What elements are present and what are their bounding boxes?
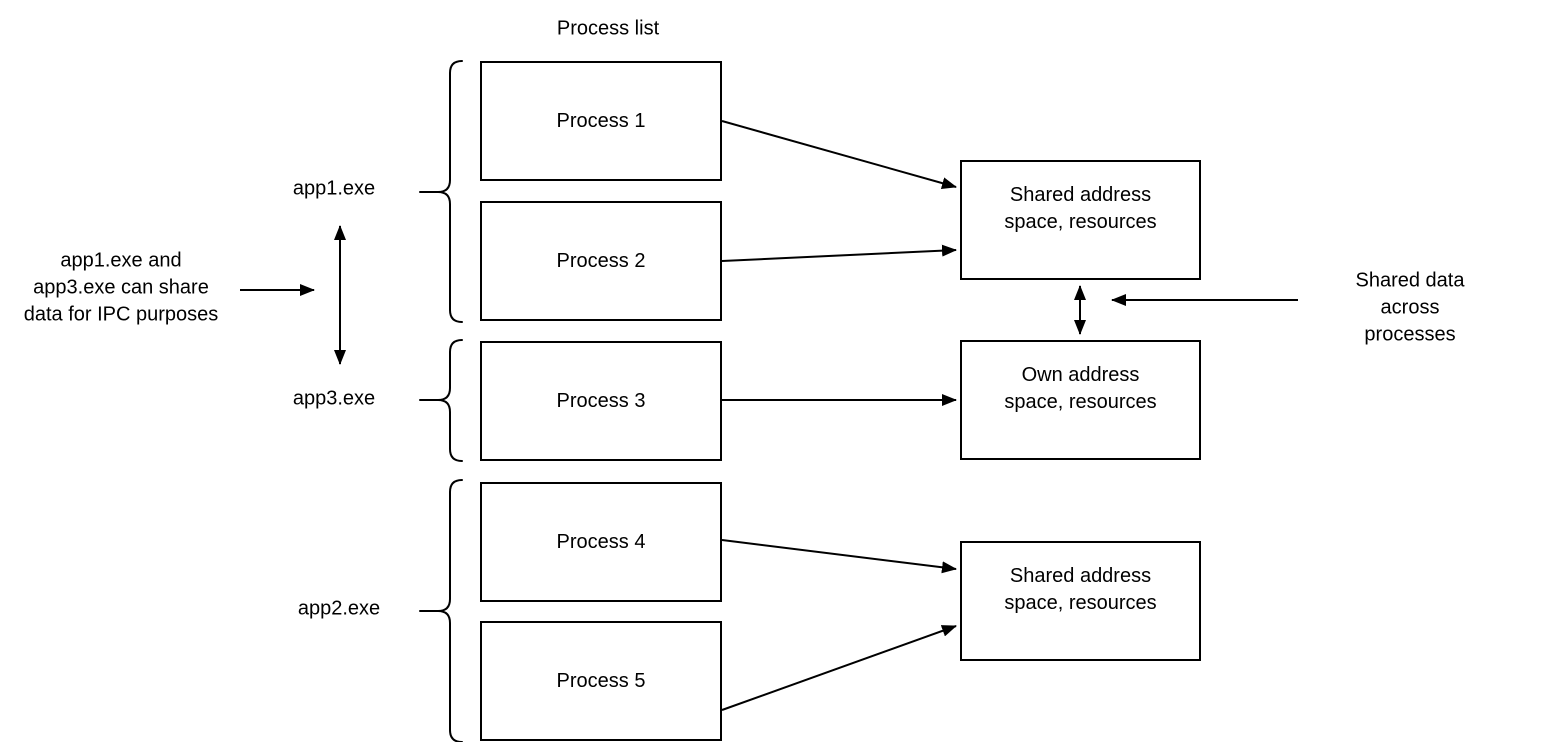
arrow-process1-to-shared xyxy=(721,120,957,189)
process-box-3-label: Process 3 xyxy=(556,389,646,412)
annotation-ipc-note: app1.exe and app3.exe can share data for… xyxy=(23,249,219,326)
process-box-1-label: Process 1 xyxy=(556,109,646,132)
process-box-4: Process 4 xyxy=(480,482,722,602)
memory-box-own-app3: Own address space, resources xyxy=(960,340,1201,460)
diagram-title: Process list xyxy=(556,17,660,40)
memory-box-shared-app1: Shared address space, resources xyxy=(960,160,1201,280)
process-box-3: Process 3 xyxy=(480,341,722,461)
process-box-1: Process 1 xyxy=(480,61,722,181)
group-label-app2: app2.exe xyxy=(297,597,381,620)
process-box-5-label: Process 5 xyxy=(556,669,646,692)
memory-box-own-app3-label: Own address space, resources xyxy=(1004,364,1157,413)
process-box-4-label: Process 4 xyxy=(556,530,646,553)
group-label-app3: app3.exe xyxy=(292,387,376,410)
memory-box-shared-app2-label: Shared address space, resources xyxy=(1004,565,1157,614)
brace-app1 xyxy=(419,60,463,323)
arrow-process5-to-shared2 xyxy=(721,625,957,711)
group-label-app1: app1.exe xyxy=(292,177,376,200)
process-box-5: Process 5 xyxy=(480,621,722,741)
memory-box-shared-app1-label: Shared address space, resources xyxy=(1004,184,1157,233)
arrow-process4-to-shared2 xyxy=(721,539,957,574)
process-box-2: Process 2 xyxy=(480,201,722,321)
brace-app2 xyxy=(419,479,463,742)
arrow-process2-to-shared xyxy=(721,244,957,262)
brace-app3 xyxy=(419,339,463,462)
annotation-shared-data-note: Shared data across processes xyxy=(1355,269,1465,346)
memory-box-shared-app2: Shared address space, resources xyxy=(960,541,1201,661)
process-box-2-label: Process 2 xyxy=(556,249,646,272)
